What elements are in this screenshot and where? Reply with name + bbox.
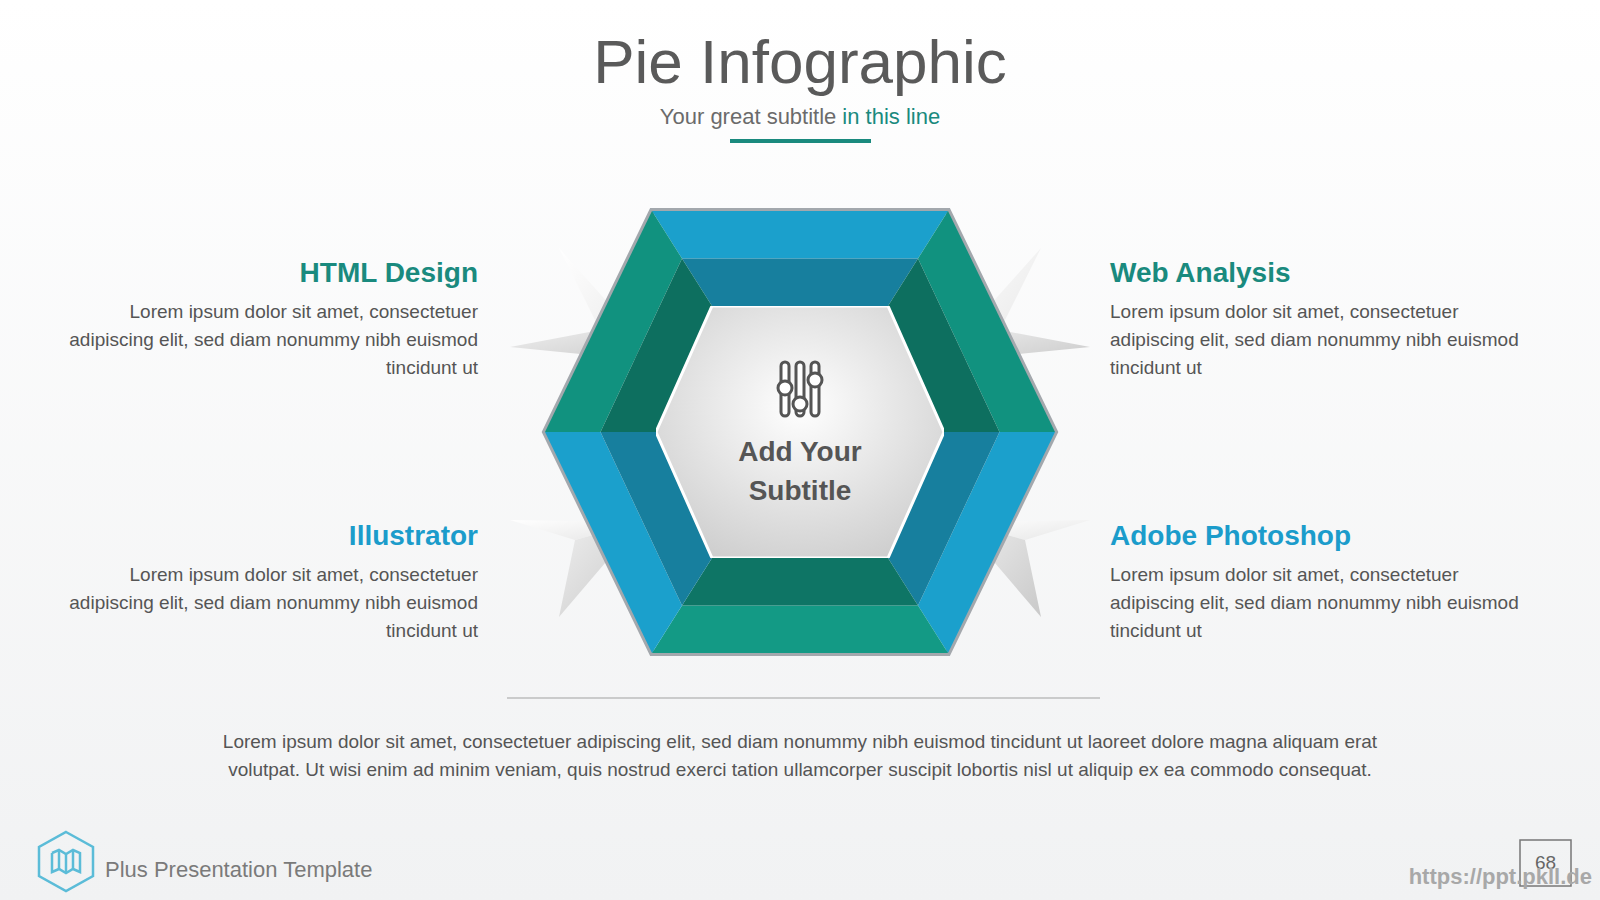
slider-knob	[793, 397, 807, 411]
item-body: Lorem ipsum dolor sit amet, consectetuer…	[58, 298, 478, 382]
item-heading: HTML Design	[38, 255, 478, 291]
ring-segment	[682, 259, 918, 307]
item-body: Lorem ipsum dolor sit amet, consectetuer…	[58, 561, 478, 645]
logo-map-fold	[65, 854, 68, 873]
ring-segment	[652, 211, 948, 259]
ring-segment	[682, 558, 918, 606]
footer-logo	[39, 832, 93, 891]
slider-knob	[808, 373, 822, 387]
ring-segment	[652, 606, 948, 654]
hexagon-ring	[545, 211, 1055, 653]
item-heading: Web Analysis	[1110, 255, 1550, 291]
item-heading: Illustrator	[38, 518, 478, 554]
logo-hexagon	[39, 832, 93, 891]
separator-line	[507, 697, 1100, 699]
bottom-paragraph: Lorem ipsum dolor sit amet, consectetuer…	[190, 728, 1410, 784]
item-body: Lorem ipsum dolor sit amet, consectetuer…	[1110, 298, 1530, 382]
subtitle-line: Your great subtitlein this line	[0, 103, 1600, 131]
subtitle-text: Your great subtitle	[660, 104, 837, 129]
item-body: Lorem ipsum dolor sit amet, consectetuer…	[1110, 561, 1530, 645]
footer-brand: Plus Presentation Template	[105, 855, 505, 885]
logo-map-fold	[58, 850, 61, 869]
watermark: https://ppt.pkll.de	[1272, 862, 1592, 892]
center-hexagon: Add Your Subtitle	[656, 306, 944, 558]
slider-track	[811, 362, 819, 416]
hexagon-shape	[656, 306, 944, 558]
center-subtitle: Add Your Subtitle	[710, 432, 890, 510]
slide-title: Pie Infographic	[0, 22, 1600, 102]
slider-knob	[778, 381, 792, 395]
hexagon-outline	[545, 211, 1055, 653]
item-heading: Adobe Photoshop	[1110, 518, 1550, 554]
logo-map-fold	[72, 850, 75, 869]
subtitle-text: in this line	[842, 104, 940, 129]
logo-map	[52, 850, 80, 873]
hexagon-fill	[656, 306, 944, 558]
sliders-icon	[778, 362, 822, 416]
title-underline	[730, 139, 871, 143]
